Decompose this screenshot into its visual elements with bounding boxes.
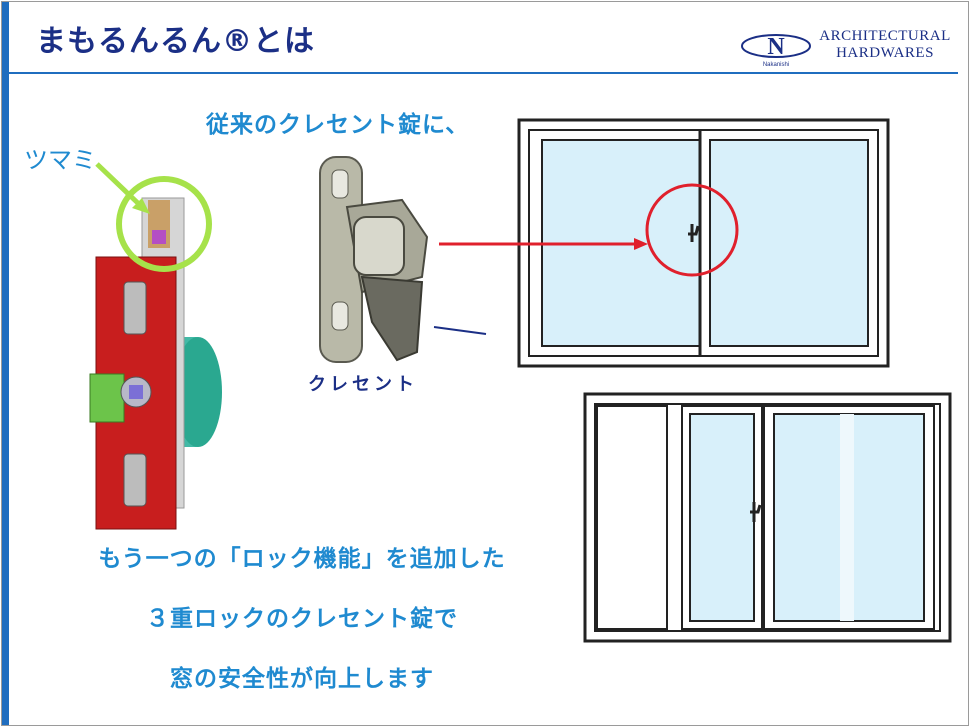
window-bottom-crescent xyxy=(750,502,762,522)
tsumami-arrowhead xyxy=(132,198,150,214)
brand-logo: N Nakanishi xyxy=(741,34,811,68)
crescent-lock-illustration xyxy=(319,156,487,363)
tsumami-highlight-circle xyxy=(116,176,212,272)
logo-ellipse xyxy=(741,34,811,58)
lock-slot-bottom xyxy=(123,453,147,507)
window-bottom-wall-gap xyxy=(596,405,668,630)
lock-illustration xyxy=(89,162,222,530)
window-bottom-glare xyxy=(840,414,854,621)
window-top-crescent xyxy=(688,224,700,242)
brand-line-2: HARDWARES xyxy=(836,45,934,61)
bottom-line-1: もう一つの「ロック機能」を追加した xyxy=(98,546,506,572)
lock-core-pin xyxy=(129,385,143,399)
caption-existing-crescent: 従来のクレセント錠に、 xyxy=(206,112,470,138)
crescent-leader-line xyxy=(433,326,487,335)
pointer-arrowhead xyxy=(634,238,648,250)
crescent-screw-hole-bottom xyxy=(331,301,349,331)
crescent-cylinder xyxy=(353,216,405,276)
window-bottom-inner-frame xyxy=(594,403,941,632)
lock-lever xyxy=(89,373,125,423)
crescent-highlight-circle xyxy=(645,183,739,277)
crescent-label: クレセント xyxy=(308,374,418,395)
lock-knob-face xyxy=(174,337,222,447)
window-top xyxy=(439,118,890,368)
window-bottom-pane-left xyxy=(689,413,755,622)
tsumami-label: ツマミ xyxy=(24,146,96,174)
crescent-screw-hole-top xyxy=(331,169,349,199)
bottom-line-2: ３重ロックのクレセント錠で xyxy=(146,606,458,632)
crescent-handle xyxy=(360,275,424,362)
bottom-line-3: 窓の安全性が向上します xyxy=(170,666,434,692)
logo-letter: N xyxy=(767,34,785,60)
slide-title: まもるんるん®とは xyxy=(36,24,315,59)
accent-bar xyxy=(2,2,9,725)
brand-name: ARCHITECTURAL HARDWARES xyxy=(810,28,960,62)
window-bottom xyxy=(583,392,952,643)
logo-sub: Nakanishi xyxy=(763,62,789,68)
header-divider xyxy=(9,72,958,74)
tsumami-pointer-arrow xyxy=(95,162,144,209)
tsumami-button xyxy=(152,230,166,244)
lock-slot-top xyxy=(123,281,147,335)
brand-line-1: ARCHITECTURAL xyxy=(819,28,951,44)
